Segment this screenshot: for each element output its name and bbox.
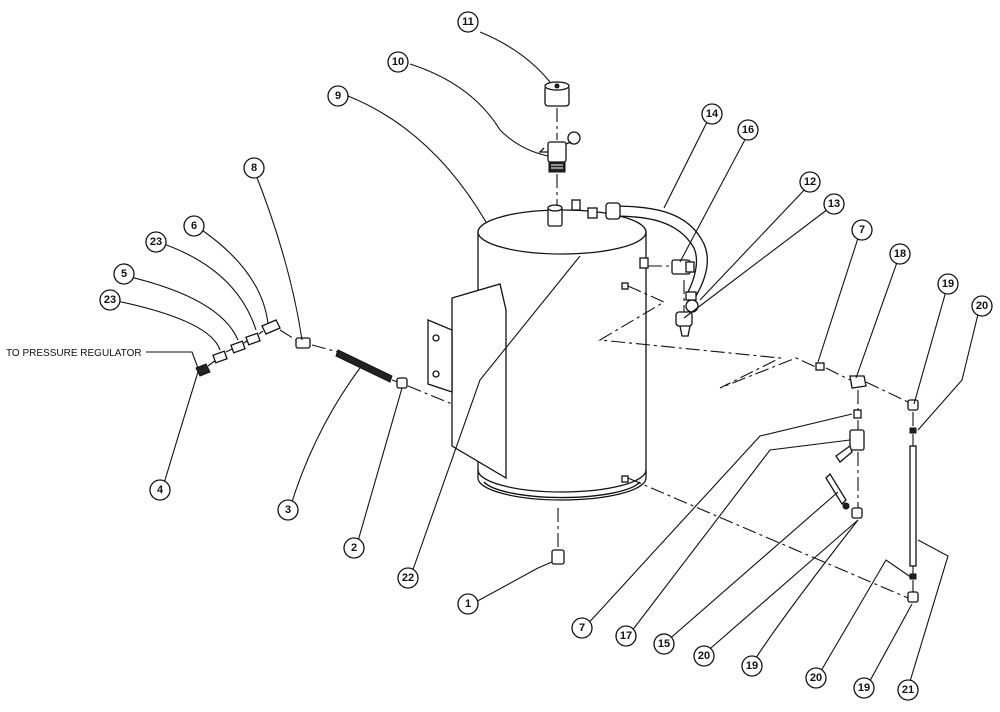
svg-text:6: 6	[191, 220, 197, 232]
balloon-6: 6	[183, 215, 205, 237]
balloon-19: 19	[853, 677, 875, 699]
svg-text:16: 16	[742, 124, 754, 136]
svg-text:5: 5	[121, 268, 127, 280]
svg-text:14: 14	[706, 108, 719, 120]
svg-text:11: 11	[462, 16, 474, 28]
valve-13	[675, 311, 693, 337]
svg-text:9: 9	[335, 90, 341, 102]
balloon-10: 10	[387, 51, 409, 73]
svg-text:13: 13	[828, 198, 840, 210]
top-cap-11	[544, 81, 570, 107]
balloon-19: 19	[937, 273, 959, 295]
balloon-3: 3	[277, 499, 299, 521]
svg-text:17: 17	[620, 630, 632, 642]
balloon-15: 15	[653, 633, 675, 655]
svg-text:19: 19	[746, 660, 758, 672]
svg-text:20: 20	[976, 300, 988, 312]
svg-text:20: 20	[698, 650, 710, 662]
balloon-11: 11	[457, 11, 479, 33]
balloon-5: 5	[113, 263, 135, 285]
balloon-9: 9	[327, 85, 349, 107]
balloon-2: 2	[343, 537, 365, 559]
balloon-4: 4	[149, 479, 171, 501]
svg-text:19: 19	[942, 278, 954, 290]
svg-text:7: 7	[579, 622, 585, 634]
balloon-20: 20	[805, 667, 827, 689]
pressure-regulator-callout: TO PRESSURE REGULATOR	[6, 348, 142, 359]
drain-plug-1	[551, 508, 565, 565]
svg-text:23: 23	[150, 236, 162, 248]
svg-text:7: 7	[859, 224, 865, 236]
tank	[477, 199, 649, 501]
mounting-bracket	[427, 283, 507, 480]
balloon-7: 7	[851, 219, 873, 241]
svg-text:1: 1	[465, 598, 471, 610]
balloon-19: 19	[741, 655, 763, 677]
balloon-13: 13	[823, 193, 845, 215]
balloon-20: 20	[971, 295, 993, 317]
elbow-fitting-16	[648, 259, 695, 275]
svg-text:20: 20	[810, 672, 822, 684]
hose-14	[605, 202, 708, 297]
svg-text:8: 8	[251, 162, 257, 174]
balloon-1: 1	[457, 593, 479, 615]
balloon-21: 21	[897, 679, 919, 701]
svg-text:3: 3	[285, 504, 291, 516]
balloon-12: 12	[799, 171, 821, 193]
relief-valve-10	[538, 131, 581, 173]
balloon-17: 17	[615, 625, 637, 647]
svg-text:21: 21	[902, 684, 914, 696]
sight-glass-assembly	[598, 285, 919, 603]
balloon-20: 20	[693, 645, 715, 667]
balloon-22: 22	[397, 567, 419, 589]
balloon-23: 23	[145, 231, 167, 253]
balloon-16: 16	[737, 119, 759, 141]
svg-text:18: 18	[894, 248, 906, 260]
leader-lines	[111, 31, 981, 689]
left-pipe-assembly	[195, 319, 453, 405]
svg-text:10: 10	[392, 56, 404, 68]
svg-text:23: 23	[104, 294, 116, 306]
balloon-8: 8	[243, 157, 265, 179]
balloon-23: 23	[99, 289, 121, 311]
balloon-7: 7	[571, 617, 593, 639]
svg-text:4: 4	[157, 484, 164, 496]
svg-text:22: 22	[402, 572, 414, 584]
balloon-18: 18	[889, 243, 911, 265]
svg-text:2: 2	[351, 542, 357, 554]
balloon-14: 14	[701, 103, 723, 125]
svg-text:15: 15	[658, 638, 670, 650]
svg-text:19: 19	[858, 682, 870, 694]
svg-text:12: 12	[804, 176, 816, 188]
